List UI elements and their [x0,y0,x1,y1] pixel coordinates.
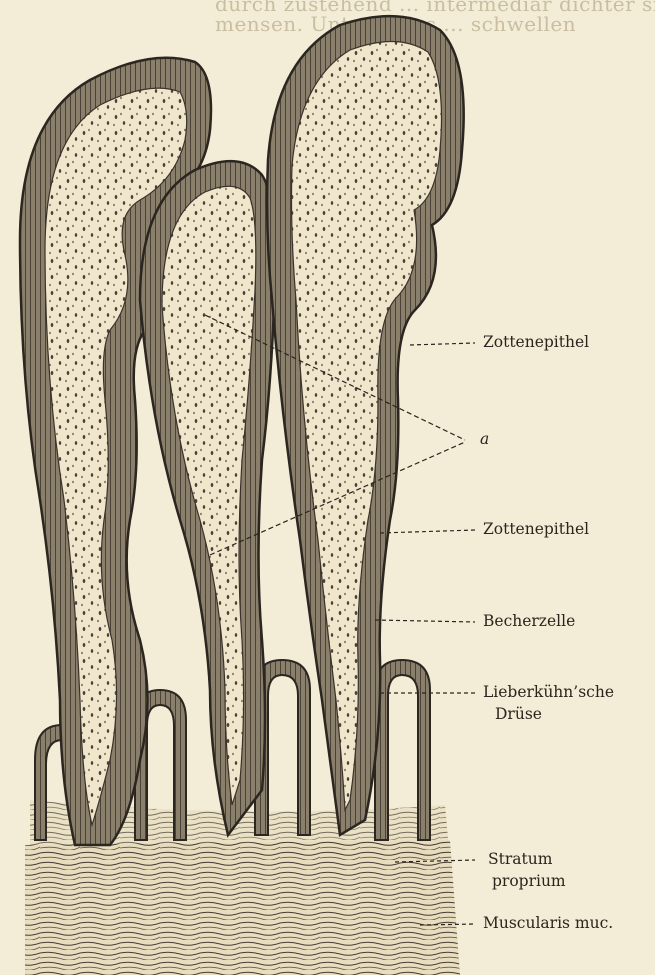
label-zottenepithel-2: Zottenepithel [483,520,589,538]
label-stratum-line2: proprium [492,872,566,890]
label-zottenepithel-1: Zottenepithel [483,333,589,351]
label-lieberkuehn-line2: Drüse [495,705,542,723]
label-becherzelle: Becherzelle [483,612,575,630]
label-lieberkuehn-line1: Lieberkühn’sche [483,683,614,701]
label-a: a [480,430,489,448]
label-muscularis: Muscularis muc. [483,914,613,932]
label-stratum-line1: Stratum [488,850,552,868]
